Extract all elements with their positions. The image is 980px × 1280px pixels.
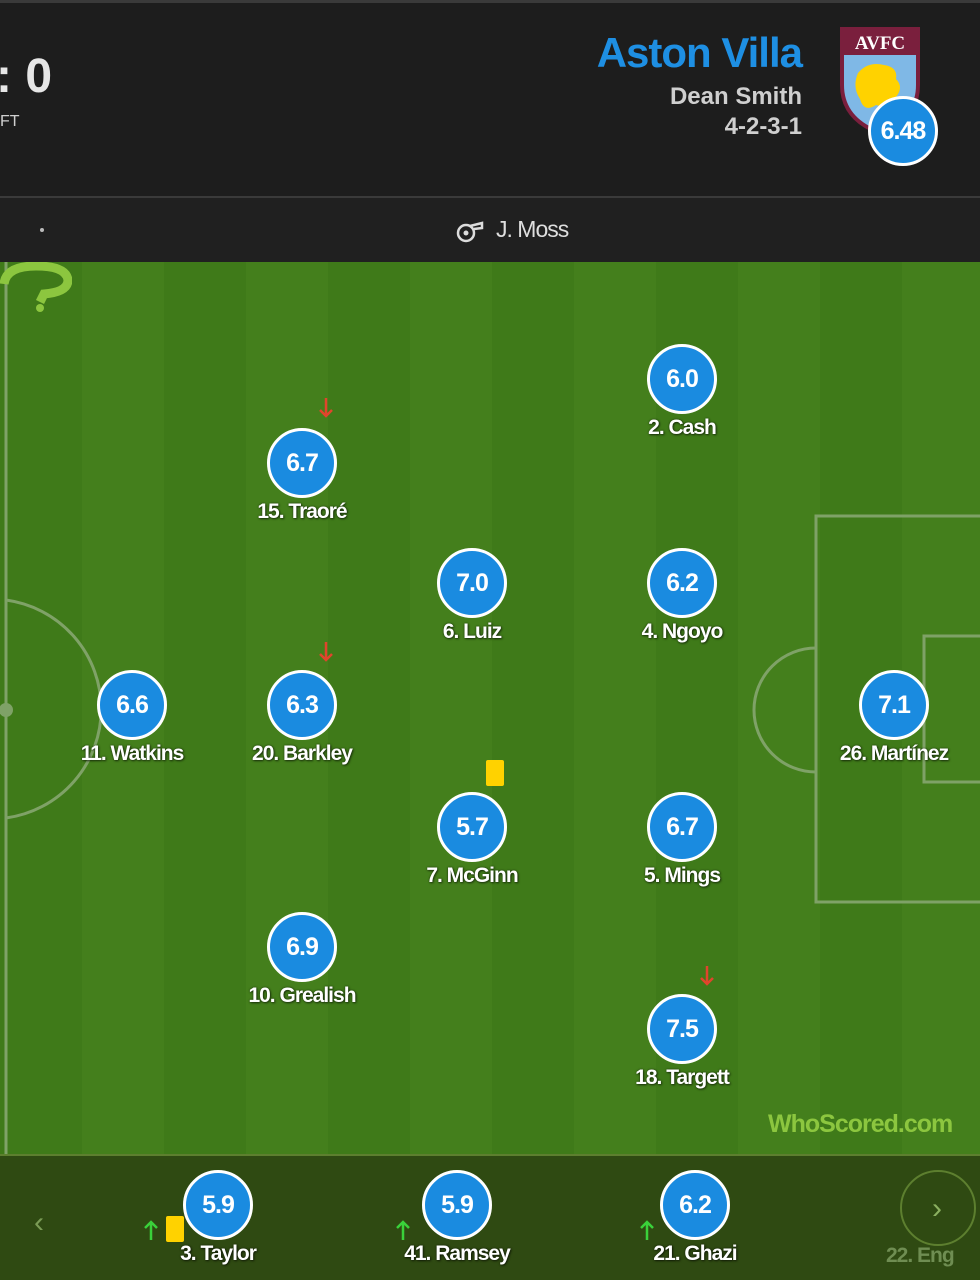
player-name: 41. Ramsey (404, 1242, 511, 1265)
bench-next-button[interactable]: › (900, 1170, 976, 1246)
player-name: 18. Targett (635, 1066, 730, 1089)
player-rating: 7.1 (859, 670, 929, 740)
bench-player-taylor[interactable]: 5.9 3. Taylor (143, 1170, 293, 1266)
player-rating: 6.6 (97, 670, 167, 740)
player-name: 3. Taylor (180, 1242, 257, 1265)
player-cash[interactable]: 6.0 2. Cash (602, 344, 762, 440)
bench-player-partial[interactable]: 22. Eng (886, 1244, 955, 1267)
team-name[interactable]: Aston Villa (596, 29, 803, 76)
player-name: 4. Ngoyo (641, 620, 724, 643)
player-rating: 6.3 (267, 670, 337, 740)
separator-dot (40, 228, 44, 232)
player-name: 5. Mings (643, 864, 721, 887)
player-name: 2. Cash (648, 416, 717, 439)
substitutes-bench: ‹ 5.9 3. Taylor 5.9 41. Ramsey 6.2 21. G… (0, 1154, 980, 1280)
player-watkins[interactable]: 6.6 11. Watkins (52, 670, 212, 766)
svg-text:AVFC: AVFC (855, 33, 905, 54)
yellow-card-icon (486, 760, 504, 786)
player-rating: 7.0 (437, 548, 507, 618)
subbed-off-arrow-icon (319, 642, 333, 662)
subbed-off-arrow-icon (700, 966, 714, 986)
player-name: 20. Barkley (252, 742, 353, 765)
player-rating: 6.2 (660, 1170, 730, 1240)
player-barkley[interactable]: 6.3 20. Barkley (222, 670, 382, 766)
pitch: 6.0 2. Cash 6.7 15. Traoré 7.0 6. Luiz 6… (0, 262, 980, 1154)
whoscored-watermark: WhoScored.com (768, 1110, 953, 1138)
player-luiz[interactable]: 7.0 6. Luiz (392, 548, 552, 644)
referee-name: J. Moss (496, 216, 569, 242)
subbed-off-arrow-icon (319, 398, 333, 418)
match-info-bar (0, 196, 980, 262)
subbed-on-arrow-icon (144, 1220, 158, 1240)
subbed-on-arrow-icon (640, 1220, 654, 1240)
player-targett[interactable]: 7.5 18. Targett (602, 994, 762, 1090)
match-header: : 0 FT Aston Villa Dean Smith 4-2-3-1 AV… (0, 0, 980, 196)
manager-name: Dean Smith (669, 83, 802, 110)
chevron-right-icon: › (932, 1192, 942, 1225)
player-mings[interactable]: 6.7 5. Mings (602, 792, 762, 888)
player-name: 21. Ghazi (653, 1242, 737, 1265)
player-rating: 5.9 (422, 1170, 492, 1240)
whistle-icon (456, 221, 484, 243)
whoscored-logo-icon (0, 262, 72, 312)
player-rating: 5.9 (183, 1170, 253, 1240)
player-name: 7. McGinn (426, 864, 518, 887)
player-rating: 7.5 (647, 994, 717, 1064)
player-name: 6. Luiz (442, 620, 502, 643)
bench-player-ghazi[interactable]: 6.2 21. Ghazi (620, 1170, 770, 1266)
match-status: FT (0, 113, 20, 130)
player-name: 15. Traoré (257, 500, 347, 523)
bench-player-ramsey[interactable]: 5.9 41. Ramsey (382, 1170, 532, 1266)
player-name: 26. Martínez (839, 742, 949, 765)
player-rating: 6.9 (267, 912, 337, 982)
player-rating: 5.7 (437, 792, 507, 862)
player-martinez[interactable]: 7.1 26. Martínez (814, 670, 974, 766)
subbed-on-arrow-icon (396, 1220, 410, 1240)
yellow-card-icon (166, 1216, 184, 1242)
formation: 4-2-3-1 (724, 113, 802, 140)
player-rating: 6.0 (647, 344, 717, 414)
player-traore[interactable]: 6.7 15. Traoré (222, 428, 382, 524)
player-rating: 6.7 (647, 792, 717, 862)
player-ngoyo[interactable]: 6.2 4. Ngoyo (602, 548, 762, 644)
player-mcginn[interactable]: 5.7 7. McGinn (392, 792, 552, 888)
player-rating: 6.7 (267, 428, 337, 498)
player-name: 11. Watkins (80, 742, 185, 765)
team-rating-badge: 6.48 (868, 96, 938, 166)
score: : 0 (0, 50, 53, 103)
player-grealish[interactable]: 6.9 10. Grealish (222, 912, 382, 1008)
player-name: 10. Grealish (248, 984, 356, 1007)
bench-prev-arrow-icon[interactable]: ‹ (34, 1206, 44, 1239)
player-rating: 6.2 (647, 548, 717, 618)
